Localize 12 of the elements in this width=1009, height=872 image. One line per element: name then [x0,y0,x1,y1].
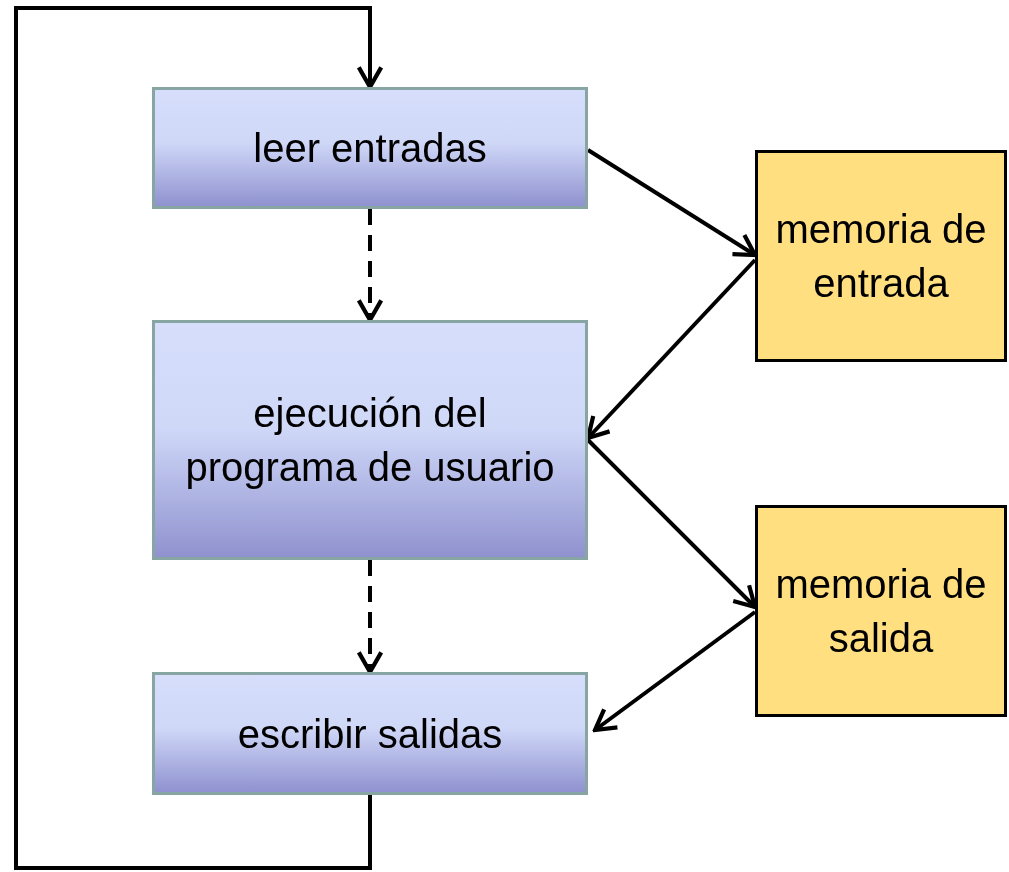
box-label: escribir salidas [236,710,504,758]
arrow [14,6,384,870]
box-label: leer entradas [252,125,488,172]
arrow [592,610,757,733]
process-box [152,87,588,209]
memory-box [755,505,1007,717]
process-box [152,672,588,795]
memory-box [755,150,1007,362]
process-box [152,320,588,560]
box-label: memoria de entrada [774,206,988,307]
box-label: memoria de salida [774,561,988,662]
box-label: ejecución del programa de usuario [184,390,556,491]
